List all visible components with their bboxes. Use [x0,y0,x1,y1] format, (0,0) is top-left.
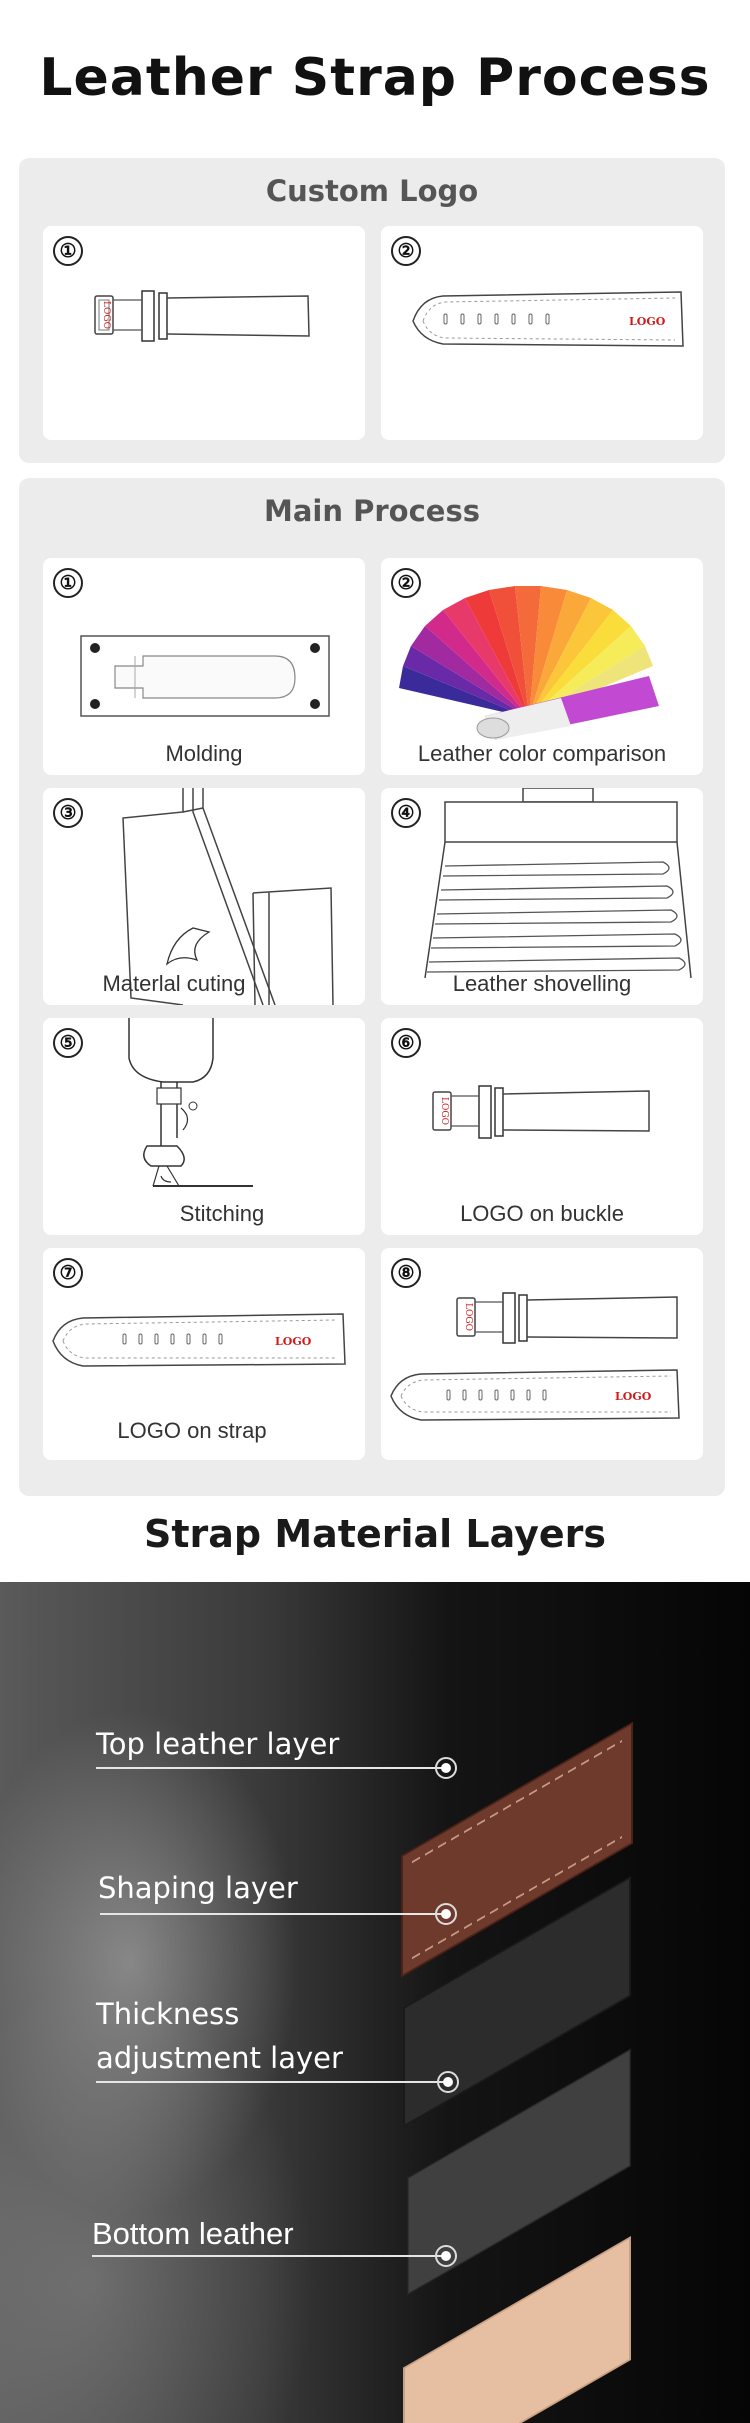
buckle-logo-illustration: LOGO [94,290,310,342]
buckle-logo-text: LOGO [463,1303,473,1331]
step-number: ① [53,568,83,598]
main-step-finished-strap: ⑧ LOGO LOGO [381,1248,703,1460]
main-process-panel: Main Process ① Molding ② [19,478,725,1496]
main-step-logo-strap: ⑦ LOGO LOGO on strap [43,1248,365,1460]
step-number: ① [53,236,83,266]
strap-logo-text: LOGO [615,1390,652,1403]
custom-logo-panel: Custom Logo ① LOGO ② LOGO [19,158,725,463]
layer-label-thickness-line2: adjustment layer [96,2041,343,2075]
main-step-color-comparison: ② Leather color compariso [381,558,703,775]
step-label: Stitching [179,1201,265,1226]
color-fan-illustration [399,586,659,740]
strap-logo-illustration: LOGO [52,1313,346,1367]
layer-label-bottom-leather: Bottom leather [92,2216,294,2251]
strap-logo-illustration: LOGO [412,291,684,347]
layer-label-thickness-line1: Thickness [96,1997,240,2031]
sewing-machine-illustration [128,1018,253,1187]
strap-logo-text: LOGO [275,1335,312,1348]
main-step-stitching: ⑤ Stitching [43,1018,365,1235]
cutting-machine-illustration [122,788,334,1005]
step-number: ⑧ [391,1258,421,1288]
main-step-shovelling: ④ Leather shovelling [381,788,703,1005]
step-number: ② [391,236,421,266]
step-label: Molding [165,741,243,766]
material-layers-section: Top leather layer Shaping layer Thicknes… [0,1582,750,2423]
custom-logo-step-1: ① LOGO [43,226,365,440]
shovelling-machine-illustration [424,788,692,979]
step-label: Leather shovelling [452,971,632,996]
step-label: LOGO on buckle [460,1201,624,1226]
layers-illustration [92,1721,633,2423]
step-number: ⑦ [53,1258,83,1288]
layers-title: Strap Material Layers [144,1512,606,1556]
main-step-cutting: ③ Materlal cuting [43,788,365,1005]
main-step-logo-buckle: ⑥ LOGO LOGO on buckle [381,1018,703,1235]
mold-illustration [80,635,330,717]
step-label: LOGO on strap [117,1418,267,1443]
step-number: ④ [391,798,421,828]
buckle-logo-text: LOGO [101,301,111,329]
buckle-logo-text: LOGO [439,1097,449,1125]
page-title: Leather Strap Process [39,48,711,108]
buckle-logo-illustration: LOGO [432,1085,650,1139]
step-number: ⑤ [53,1028,83,1058]
step-label: Leather color comparison [417,741,667,766]
custom-logo-step-2: ② LOGO [381,226,703,440]
layer-label-top-leather: Top leather layer [96,1727,340,1761]
step-number: ③ [53,798,83,828]
step-number: ⑥ [391,1028,421,1058]
main-process-title: Main Process [264,494,480,528]
main-step-molding: ① Molding [43,558,365,775]
step-number: ② [391,568,421,598]
step-label: Materlal cuting [102,971,246,996]
finished-strap-illustration: LOGO LOGO [390,1292,680,1421]
layer-label-shaping: Shaping layer [98,1871,298,1905]
custom-logo-title: Custom Logo [265,174,479,208]
strap-logo-text: LOGO [629,315,666,328]
